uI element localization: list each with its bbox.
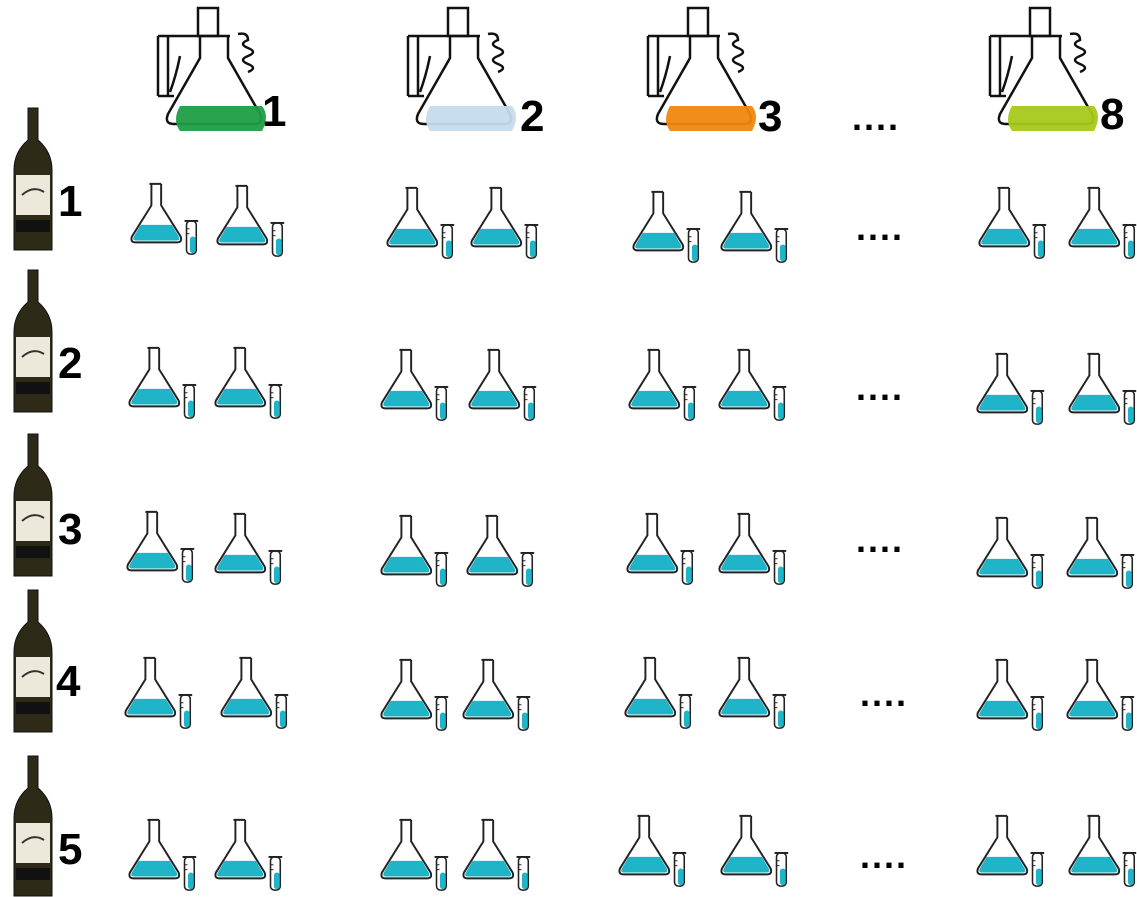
small-flask-icon [217,186,284,256]
small-flask-icon [467,516,534,586]
wine-bottle-icon [14,270,52,412]
wine-label: 1 [58,180,82,224]
fermenter-flask-icon [990,8,1098,131]
small-flask-icon [471,188,538,258]
small-flask-icon [1067,518,1134,588]
small-flask-icon [977,354,1044,424]
ellipsis: .... [852,100,900,136]
small-flask-icon [719,350,786,420]
small-flask-icon [387,188,454,258]
wine-bottle-icon [14,434,52,576]
fermenter-flask-icon [648,8,756,131]
ellipsis: .... [856,522,904,558]
small-flask-icon [125,658,192,728]
strain-label: 1 [262,90,286,134]
small-flask-icon [627,514,694,584]
small-flask-icon [719,514,786,584]
small-flask-icon [1067,660,1134,730]
small-flask-icon [127,512,194,582]
fermenter-flask-icon [158,8,266,131]
ellipsis: .... [856,210,904,246]
small-flask-icon [463,820,530,890]
small-flask-icon [977,816,1044,886]
small-flask-icon [469,350,536,420]
wine-bottle-icon [14,590,52,732]
small-flask-icon [1069,188,1136,258]
small-flask-icon [215,820,282,890]
small-flask-icon [131,184,198,254]
small-flask-icon [721,816,788,886]
small-flask-icon [719,658,786,728]
small-flask-icon [381,516,448,586]
strain-label: 2 [520,95,544,139]
small-flask-icon [463,660,530,730]
wine-label: 2 [58,342,82,386]
small-flask-icon [129,820,196,890]
ellipsis: .... [860,676,908,712]
wine-label: 5 [58,828,82,872]
small-flask-icon [629,350,696,420]
small-flask-icon [215,514,282,584]
small-flask-icon [1069,816,1136,886]
wine-label: 3 [58,508,82,552]
strain-label: 3 [758,95,782,139]
small-flask-icon [221,658,288,728]
wine-bottle-icon [14,108,52,250]
ellipsis: .... [856,370,904,406]
small-flask-icon [381,350,448,420]
small-flask-icon [979,188,1046,258]
small-flask-icon [129,348,196,418]
small-flask-icon [381,820,448,890]
small-flask-icon [215,348,282,418]
small-flask-icon [977,660,1044,730]
small-flask-icon [977,518,1044,588]
ellipsis: .... [860,838,908,874]
small-flask-icon [619,816,686,886]
fermenter-flask-icon [408,8,516,131]
small-flask-icon [721,192,788,262]
wine-label: 4 [56,660,80,704]
wine-bottle-icon [14,756,52,896]
small-flask-icon [1069,354,1136,424]
small-flask-icon [633,192,700,262]
small-flask-icon [381,660,448,730]
strain-label: 8 [1100,93,1124,137]
replicate-grid [125,184,1136,890]
small-flask-icon [625,658,692,728]
